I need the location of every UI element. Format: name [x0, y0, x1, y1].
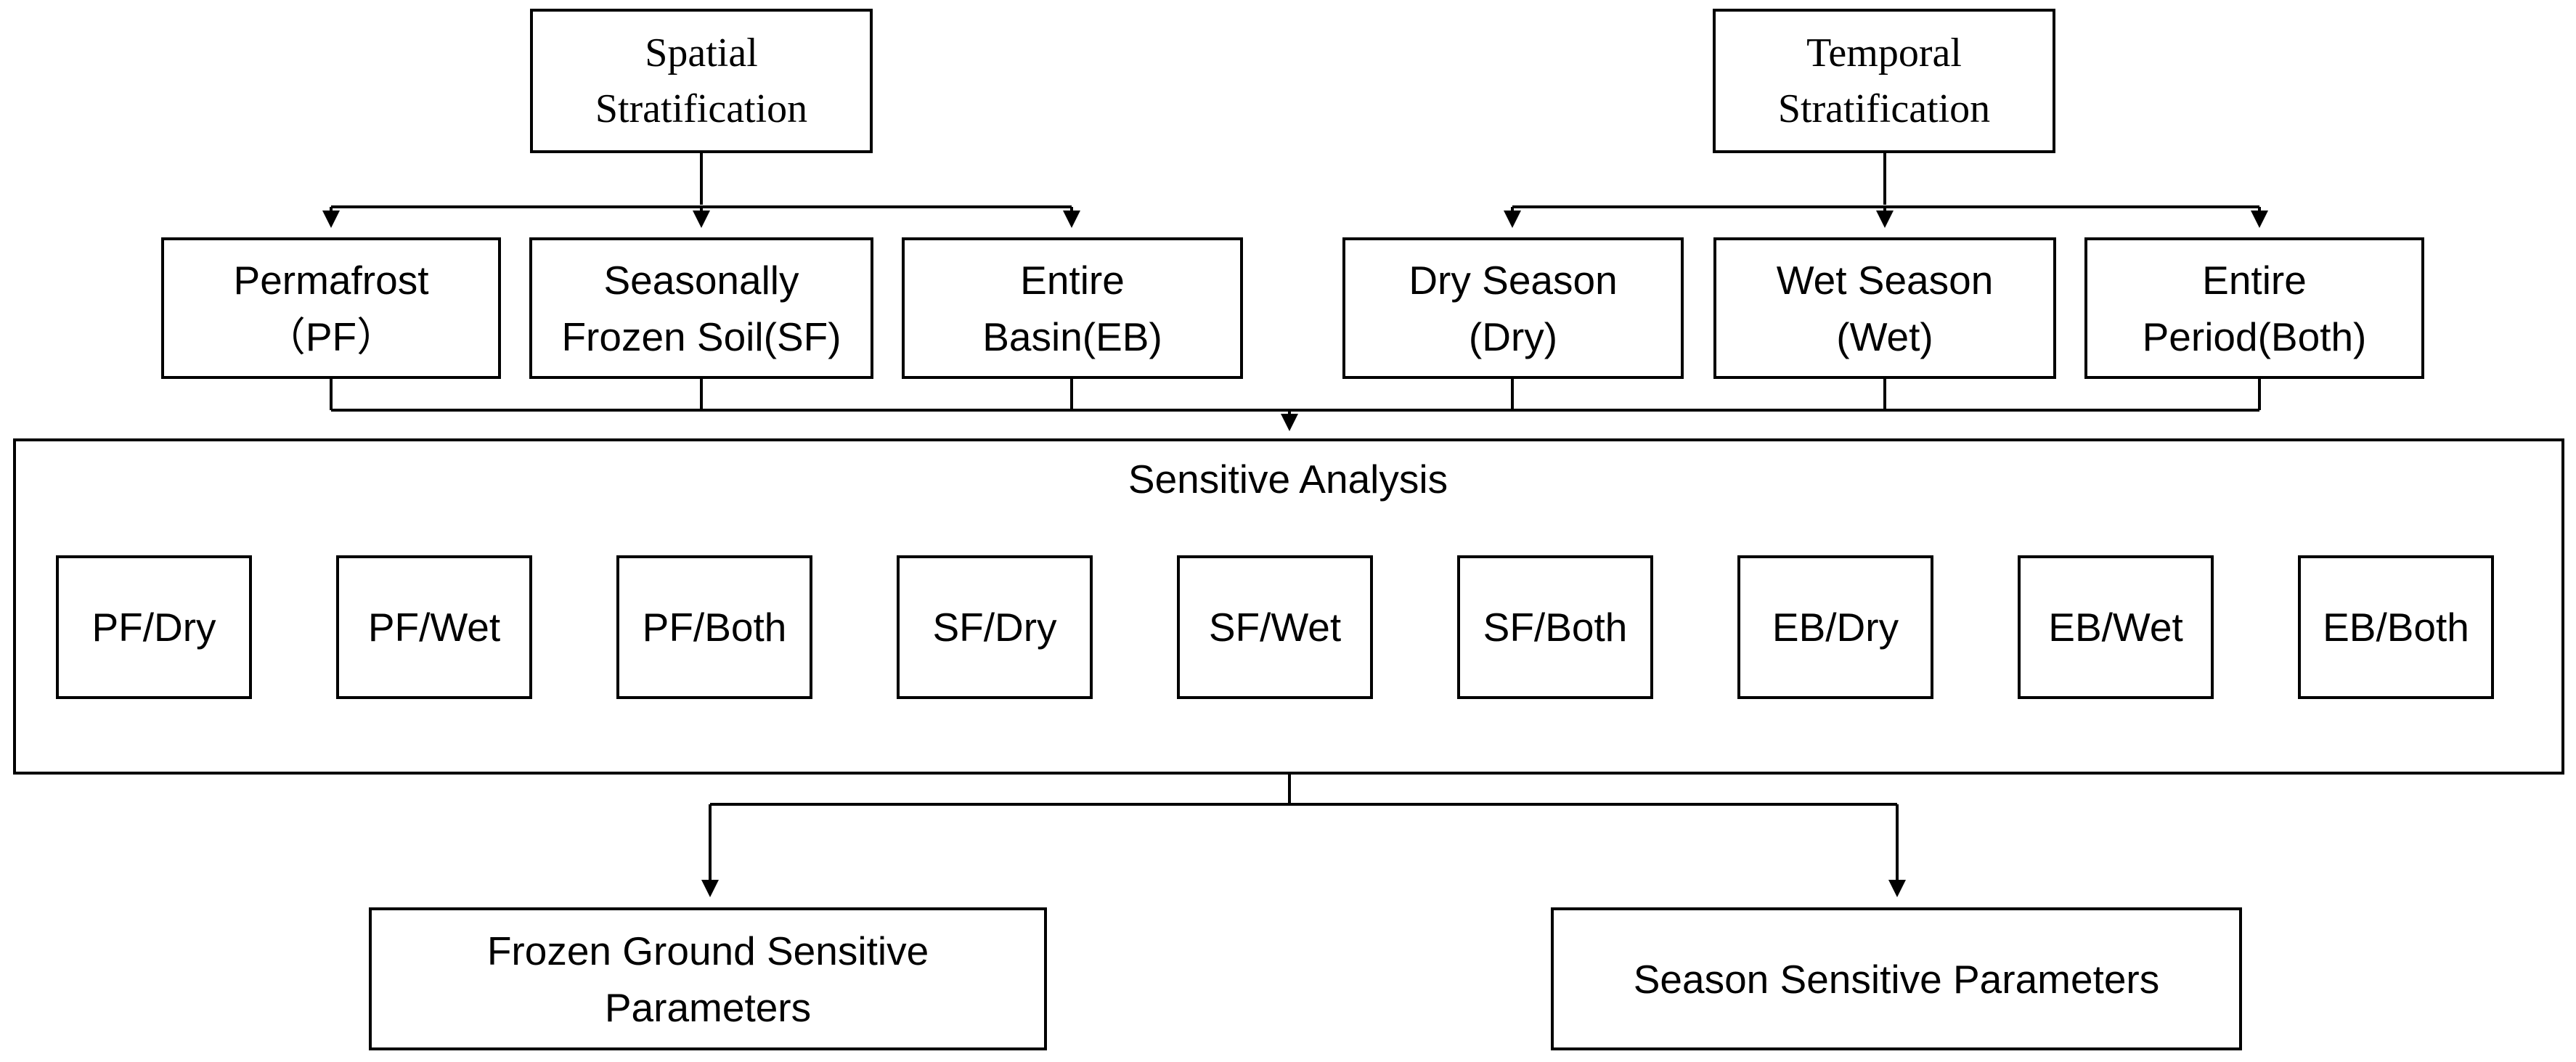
spatial-title-line2: Stratification	[595, 86, 808, 131]
seasonally-frozen-abbrev: Frozen Soil(SF)	[561, 314, 841, 359]
entire-basin-box: Entire Basin(EB)	[902, 237, 1243, 379]
dry-season-box: Dry Season (Dry)	[1342, 237, 1684, 379]
season-parameters-box: Season Sensitive Parameters	[1551, 907, 2242, 1050]
sensitive-analysis-title: Sensitive Analysis	[1128, 457, 1448, 502]
combo-eb-wet-label: EB/Wet	[2048, 605, 2183, 650]
combo-pf-wet: PF/Wet	[336, 555, 532, 699]
entire-period-abbrev: Period(Both)	[2142, 314, 2367, 359]
combo-sf-wet: SF/Wet	[1177, 555, 1373, 699]
temporal-title-line1: Temporal	[1806, 30, 1962, 75]
combo-pf-both: PF/Both	[616, 555, 812, 699]
combo-eb-dry: EB/Dry	[1737, 555, 1933, 699]
wet-season-box: Wet Season (Wet)	[1713, 237, 2056, 379]
combo-sf-both: SF/Both	[1457, 555, 1653, 699]
spatial-stratification-box: Spatial Stratification	[530, 9, 873, 153]
combo-sf-both-label: SF/Both	[1483, 605, 1628, 650]
spatial-title-line1: Spatial	[645, 30, 758, 75]
combo-eb-both-label: EB/Both	[2323, 605, 2469, 650]
combo-eb-both: EB/Both	[2298, 555, 2494, 699]
dry-season-label: Dry Season	[1409, 257, 1618, 303]
combo-eb-wet: EB/Wet	[2018, 555, 2214, 699]
seasonally-frozen-label: Seasonally	[603, 257, 799, 303]
seasonally-frozen-soil-box: Seasonally Frozen Soil(SF)	[529, 237, 873, 379]
dry-season-abbrev: (Dry)	[1468, 314, 1558, 359]
combo-sf-dry-label: SF/Dry	[932, 605, 1057, 650]
entire-basin-abbrev: Basin(EB)	[982, 314, 1162, 359]
permafrost-label: Permafrost	[233, 257, 429, 303]
entire-basin-label: Entire	[1020, 257, 1125, 303]
combo-pf-both-label: PF/Both	[642, 605, 787, 650]
entire-period-box: Entire Period(Both)	[2084, 237, 2424, 379]
wet-season-label: Wet Season	[1776, 257, 1994, 303]
season-parameters-label: Season Sensitive Parameters	[1633, 956, 2160, 1002]
wet-season-abbrev: (Wet)	[1836, 314, 1933, 359]
combo-sf-wet-label: SF/Wet	[1208, 605, 1342, 650]
temporal-stratification-box: Temporal Stratification	[1713, 9, 2055, 153]
frozen-ground-parameters-box: Frozen Ground Sensitive Parameters	[369, 907, 1047, 1050]
combo-pf-dry: PF/Dry	[56, 555, 252, 699]
temporal-title-line2: Stratification	[1777, 86, 1991, 131]
combo-pf-wet-label: PF/Wet	[367, 605, 501, 650]
permafrost-abbrev: （PF）	[265, 314, 397, 359]
combo-sf-dry: SF/Dry	[897, 555, 1093, 699]
frozen-ground-parameters-line2: Parameters	[604, 984, 812, 1030]
combo-pf-dry-label: PF/Dry	[91, 605, 216, 650]
entire-period-label: Entire	[2202, 257, 2307, 303]
frozen-ground-parameters-line1: Frozen Ground Sensitive	[486, 928, 929, 973]
permafrost-box: Permafrost （PF）	[161, 237, 501, 379]
combo-eb-dry-label: EB/Dry	[1772, 605, 1899, 650]
